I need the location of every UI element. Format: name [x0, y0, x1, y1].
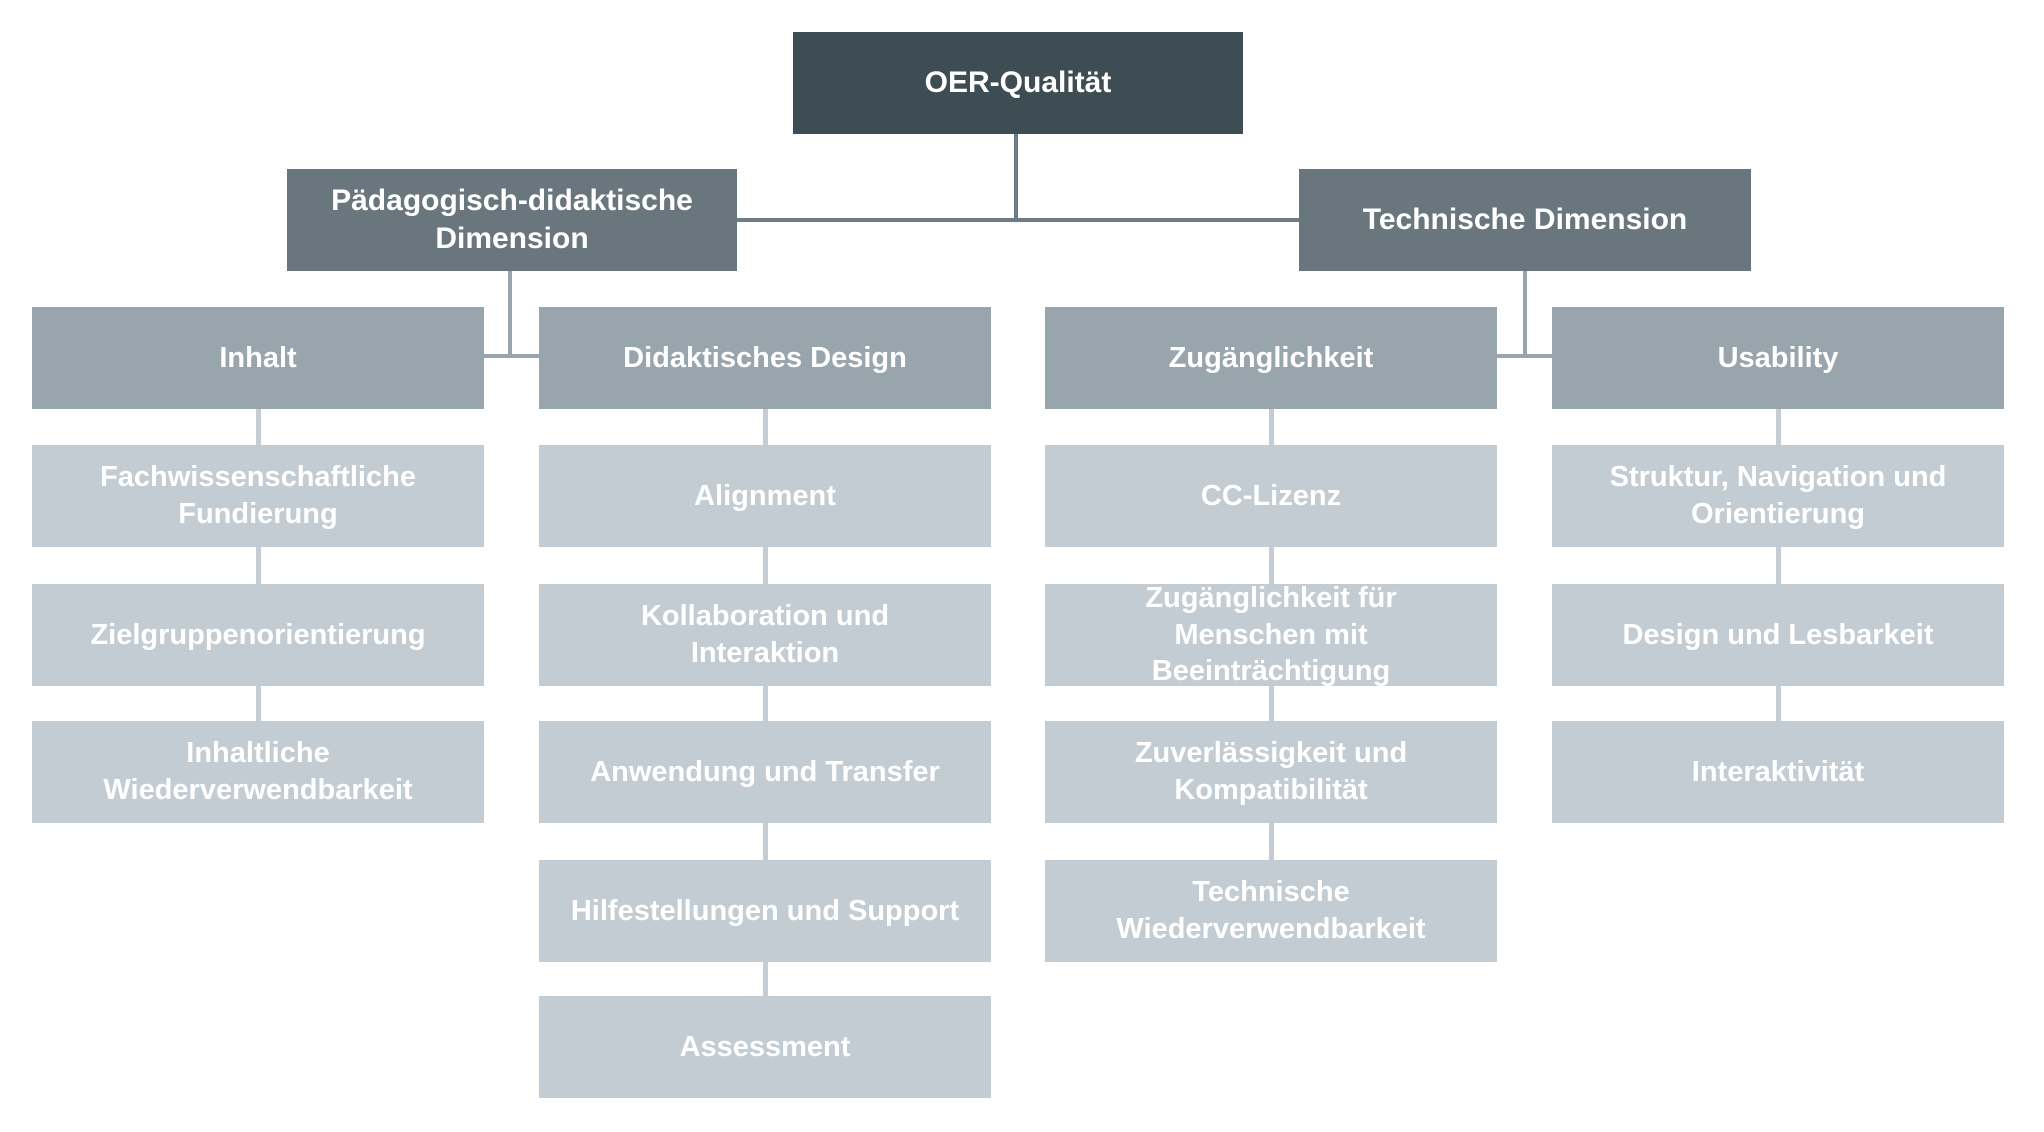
- connector-col4-gap3: [1776, 686, 1781, 721]
- dimension-node-technisch: Technische Dimension: [1299, 169, 1751, 271]
- connector-paed-vertical: [508, 271, 512, 358]
- connector-col4-gap1: [1776, 409, 1781, 445]
- connector-col1-gap1: [256, 409, 261, 445]
- criterion-node: Anwendung und Transfer: [539, 721, 991, 823]
- connector-root-horizontal: [737, 218, 1299, 222]
- criterion-node: Assessment: [539, 996, 991, 1098]
- connector-col2-gap3: [763, 686, 768, 721]
- connector-paed-horizontal: [484, 354, 539, 358]
- dimension-node-paedagogisch-didaktisch: Pädagogisch-didaktische Dimension: [287, 169, 737, 271]
- connector-col1-gap3: [256, 686, 261, 721]
- connector-col2-gap1: [763, 409, 768, 445]
- category-node-usability: Usability: [1552, 307, 2004, 409]
- connector-tech-horizontal: [1497, 354, 1552, 358]
- criterion-node: Zielgruppenorientierung: [32, 584, 484, 686]
- connector-col3-gap1: [1269, 409, 1274, 445]
- connector-col2-gap4: [763, 823, 768, 860]
- connector-col4-gap2: [1776, 547, 1781, 584]
- connector-col3-gap3: [1269, 686, 1274, 721]
- category-node-zugaenglichkeit: Zugänglichkeit: [1045, 307, 1497, 409]
- connector-col3-gap4: [1269, 823, 1274, 860]
- connector-col2-gap5: [763, 962, 768, 996]
- criterion-node: CC-Lizenz: [1045, 445, 1497, 547]
- connector-col3-gap2: [1269, 547, 1274, 584]
- category-node-didaktisches-design: Didaktisches Design: [539, 307, 991, 409]
- connector-col2-gap2: [763, 547, 768, 584]
- criterion-node: Kollaboration und Interaktion: [539, 584, 991, 686]
- criterion-node: Alignment: [539, 445, 991, 547]
- criterion-node: Zuverlässigkeit und Kompatibilität: [1045, 721, 1497, 823]
- category-node-inhalt: Inhalt: [32, 307, 484, 409]
- criterion-node: Struktur, Navigation und Orientierung: [1552, 445, 2004, 547]
- criterion-node: Fachwissenschaftliche Fundierung: [32, 445, 484, 547]
- criterion-node: Inhaltliche Wiederverwendbarkeit: [32, 721, 484, 823]
- root-node-oer-qualitaet: OER-Qualität: [793, 32, 1243, 134]
- criterion-node: Technische Wiederverwendbarkeit: [1045, 860, 1497, 962]
- criterion-node: Interaktivität: [1552, 721, 2004, 823]
- connector-root-vertical: [1014, 134, 1018, 222]
- criterion-node: Hilfestellungen und Support: [539, 860, 991, 962]
- connector-col1-gap2: [256, 547, 261, 584]
- criterion-node: Zugänglichkeit für Menschen mit Beeinträ…: [1045, 582, 1497, 687]
- criterion-node: Design und Lesbarkeit: [1552, 584, 2004, 686]
- connector-tech-vertical: [1523, 271, 1527, 358]
